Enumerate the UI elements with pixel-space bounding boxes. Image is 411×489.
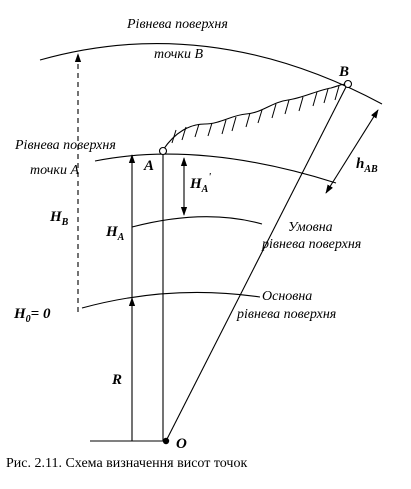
point-b-label: B [338, 64, 349, 80]
surface-b-arc [39, 43, 383, 105]
ha-label: HA [105, 224, 125, 243]
r-label: R [111, 372, 122, 388]
surface-b-label-line2: точки B [154, 47, 203, 62]
hab-label: hAB [356, 156, 378, 175]
figure-caption: Рис. 2.11. Схема визначення висот точок [6, 456, 248, 471]
surface-b-label-line1: Рівнева поверхня [126, 17, 228, 32]
surface-a-label-line2: точки A [30, 163, 79, 178]
point-b-marker [343, 79, 353, 89]
radial-line-ob [165, 82, 349, 442]
conventional-surface-arc [131, 216, 263, 228]
main-label-line2: рівнева поверхня [236, 307, 336, 322]
ha-prime-label: HA' [189, 172, 211, 195]
h0-label: H0= 0 [13, 306, 51, 325]
hb-label: HB [49, 209, 69, 228]
main-label-line1: Основна [262, 289, 312, 304]
point-a-marker [158, 146, 168, 156]
conventional-label-line1: Умовна [288, 220, 333, 235]
terrain-hatching [171, 85, 340, 144]
conventional-label-line2: рівнева поверхня [261, 237, 361, 252]
surface-a-label-line1: Рівнева поверхня [14, 138, 116, 153]
hab-arrow [325, 109, 379, 194]
main-surface-arc [81, 291, 261, 309]
point-o-marker [162, 437, 170, 445]
terrain-profile [162, 83, 347, 151]
point-o-label: O [176, 436, 187, 452]
point-a-label: A [143, 158, 154, 174]
